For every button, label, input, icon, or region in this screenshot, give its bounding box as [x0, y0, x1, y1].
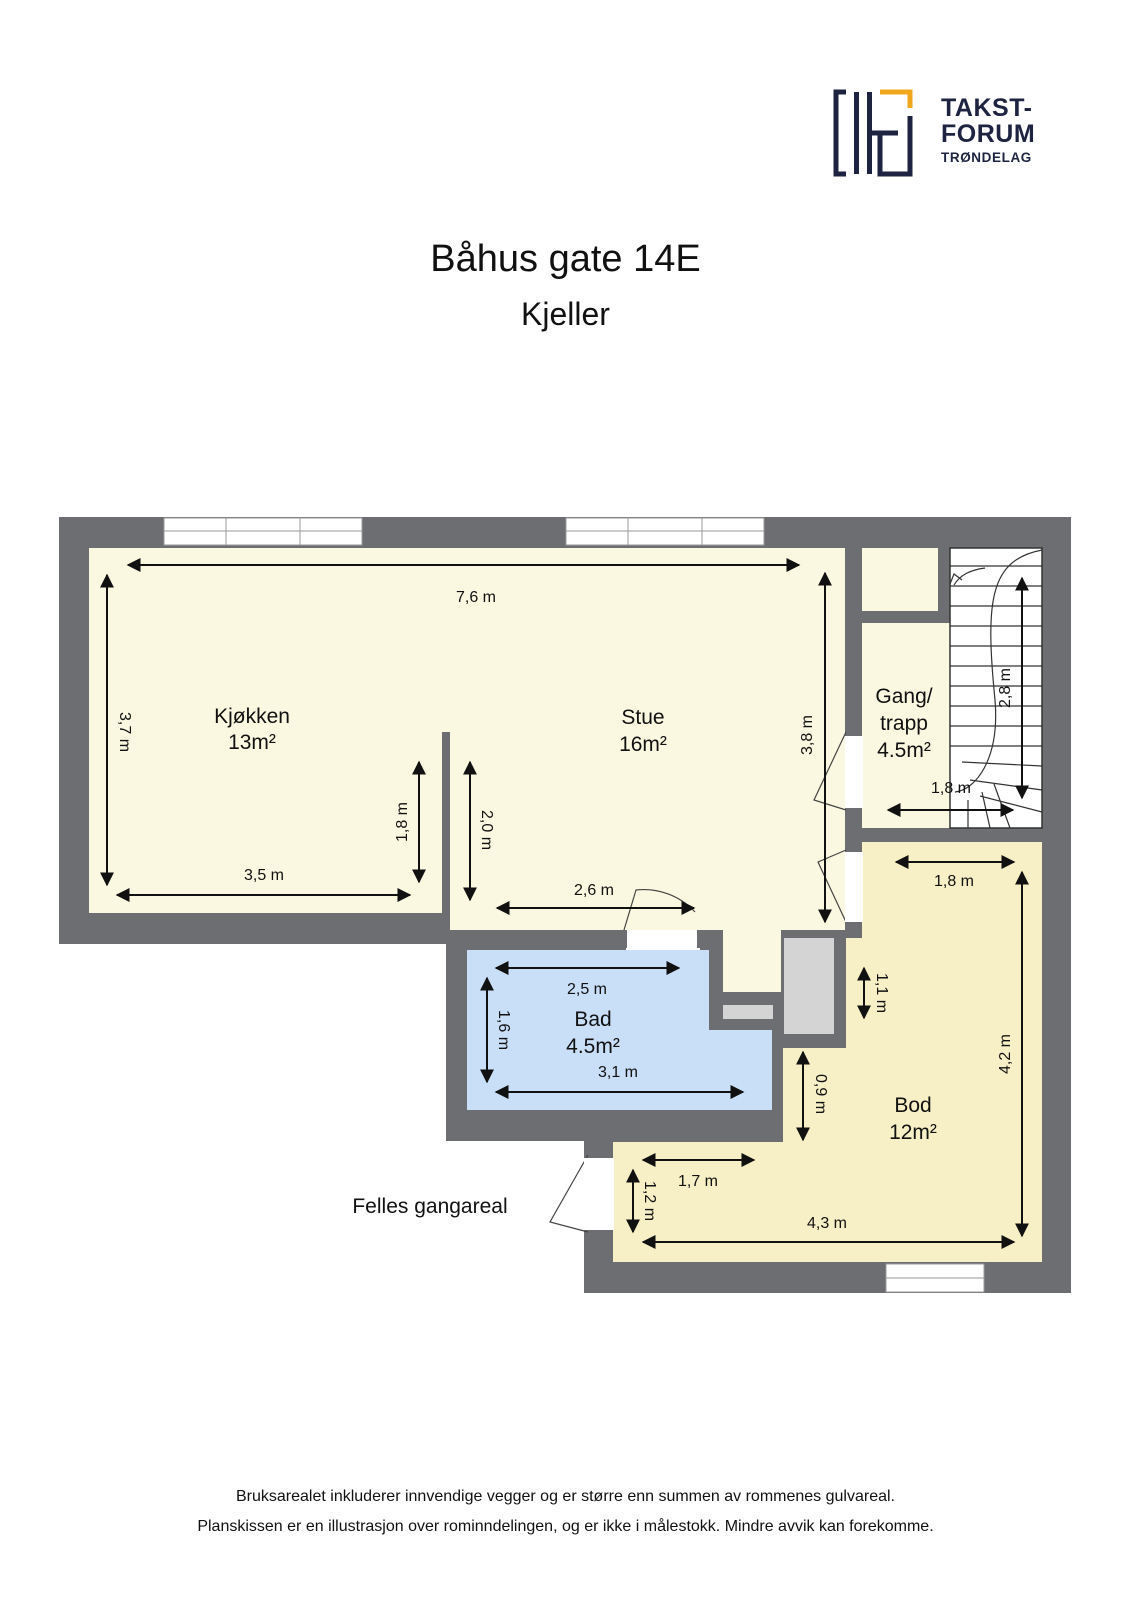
- partition-wall: [442, 732, 450, 932]
- dim-bad-height: 1,6 m: [495, 1010, 512, 1050]
- dim-bad-bottom: 3,1 m: [598, 1064, 638, 1081]
- dim-bad-top: 2,5 m: [567, 981, 607, 998]
- shaft: [784, 938, 834, 1034]
- bad-wall-segment: [709, 992, 771, 998]
- door-leaves: [621, 930, 703, 948]
- logo-line-2: FORUM: [941, 120, 1036, 148]
- room-label-bod: Bod: [894, 1094, 931, 1117]
- page-title: Båhus gate 14E: [430, 238, 701, 280]
- outside-label: Felles gangareal: [352, 1195, 507, 1218]
- dim-bod-left-width: 1,7 m: [678, 1173, 718, 1190]
- logo-line-3: TRØNDELAG: [941, 150, 1032, 165]
- logo-wordmark: TAKST- FORUM TRØNDELAG: [941, 96, 1035, 165]
- dim-bod-left-height: 1,2 m: [641, 1181, 658, 1221]
- dim-bod-top: 1,8 m: [934, 873, 974, 890]
- dim-gang-width: 1,8 m: [931, 780, 971, 797]
- room-area-stue: 16m²: [619, 733, 667, 756]
- top-windows: [163, 517, 765, 546]
- closet: [862, 548, 938, 611]
- dim-kjokken-width: 3,5 m: [244, 867, 284, 884]
- dim-bod-bottom: 4,3 m: [807, 1215, 847, 1232]
- door-openings: [584, 736, 863, 1230]
- room-bad: [467, 950, 772, 1110]
- dim-stue-bottom: 2,6 m: [574, 882, 614, 899]
- footer-note-1: Bruksarealet inkluderer innvendige vegge…: [236, 1488, 895, 1505]
- dim-stue-height: 3,8 m: [799, 715, 816, 755]
- room-area-kjokken: 13m²: [228, 731, 276, 754]
- room-area-bod: 12m²: [889, 1121, 937, 1144]
- dim-stue-width: 7,6 m: [456, 589, 496, 606]
- room-label-bad: Bad: [574, 1008, 611, 1031]
- dim-kjokken-wall: 1,8 m: [394, 802, 411, 842]
- bottom-window: [885, 1263, 985, 1293]
- room-area-bad: 4.5m²: [566, 1035, 620, 1058]
- dim-stue-wall: 2,0 m: [478, 810, 495, 850]
- dim-bod-height: 4,2 m: [997, 1034, 1014, 1074]
- room-label-gang: Gang/: [875, 685, 932, 708]
- dim-gang-height: 2,8 m: [997, 668, 1014, 708]
- page-subtitle: Kjeller: [521, 296, 610, 332]
- dimension-lines: [100, 558, 1029, 1249]
- room-label-stue: Stue: [621, 706, 664, 729]
- dim-bod-niche: 1,1 m: [873, 973, 890, 1013]
- dim-kjokken-height: 3,7 m: [116, 712, 133, 752]
- logo-mark-icon: [833, 89, 913, 177]
- dim-bod-wall: 0,9 m: [812, 1074, 829, 1114]
- room-label-kjokken: Kjøkken: [214, 705, 290, 728]
- logo-line-1: TAKST-: [941, 94, 1033, 122]
- bad-wall-niche: [723, 1005, 773, 1019]
- room-area-gang: 4.5m²: [877, 739, 931, 762]
- room-label-trapp: trapp: [880, 712, 928, 735]
- footer-note-2: Planskissen er en illustrasjon over romi…: [197, 1518, 934, 1535]
- takstforum-logo: [833, 89, 913, 177]
